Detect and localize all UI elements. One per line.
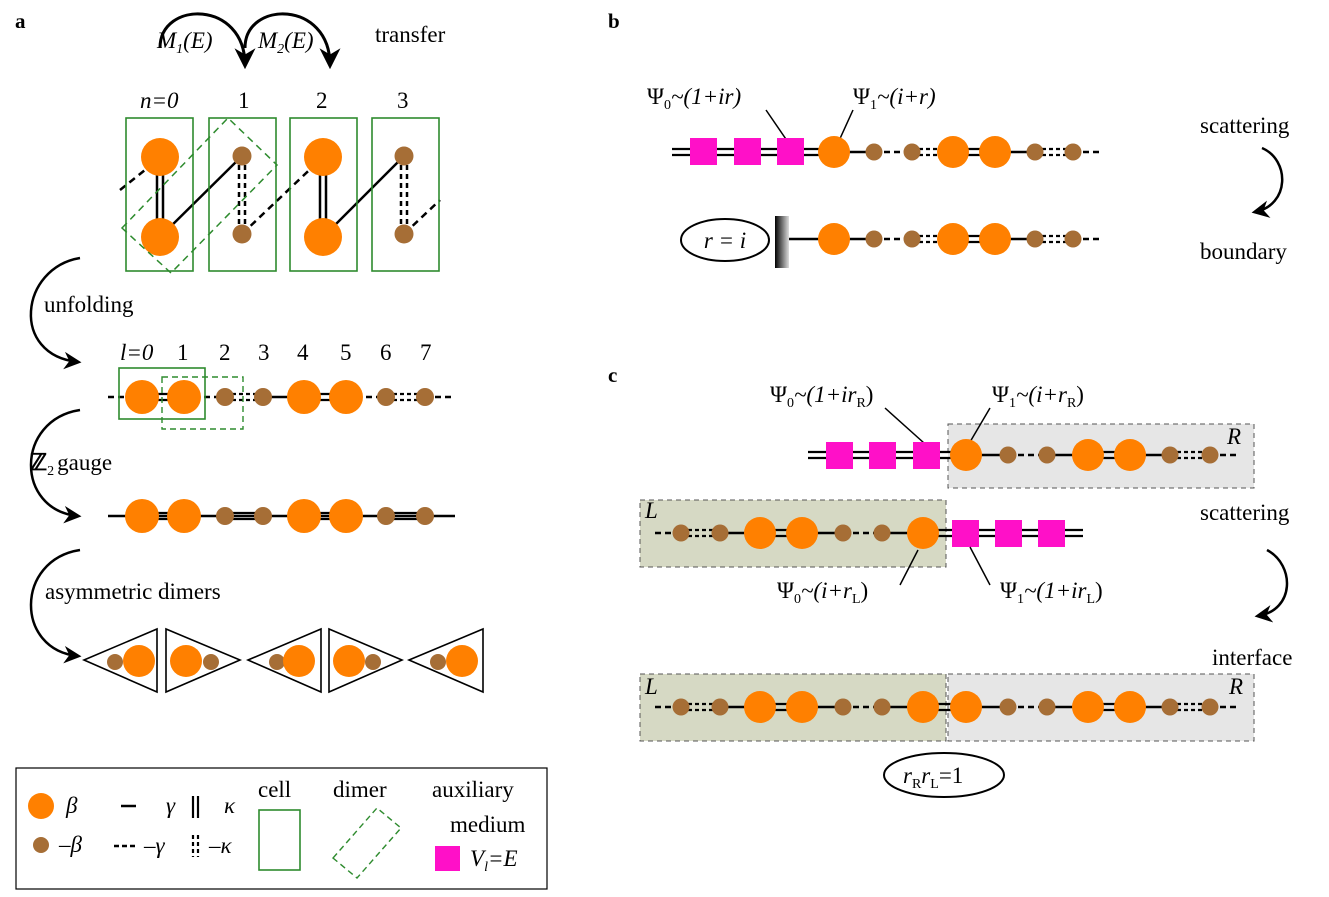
psi1-R-label: Ψ1~(i+rR)	[992, 382, 1084, 411]
cell-box	[371, 117, 440, 272]
gauge-arrow	[29, 408, 82, 524]
b-condition: r = i	[704, 228, 746, 253]
b-boundary-chain	[775, 216, 1100, 268]
site-minus-beta	[232, 146, 252, 166]
region-R-label: R	[1226, 424, 1241, 449]
l-label-3: 3	[258, 340, 270, 365]
cell-box	[208, 117, 277, 272]
n-label-2: 2	[316, 88, 328, 113]
boundary-wall	[775, 216, 789, 268]
c-scattering-label: scattering	[1200, 500, 1290, 525]
unfolding-arrow	[29, 256, 82, 370]
l-label-1: 1	[177, 340, 189, 365]
b-condition-ellipse	[680, 218, 770, 262]
legend-minus-gamma: –γ	[143, 833, 166, 858]
legend: β –β γ –γ κ –κ cell dimer auxiliary medi…	[15, 767, 548, 890]
b-scattering-chain	[672, 136, 1100, 168]
transfer-arrow-1	[158, 12, 256, 70]
n-label-0: n=0	[140, 88, 179, 113]
site-beta	[304, 138, 342, 176]
legend-medium-label: medium	[450, 812, 525, 837]
site-beta	[141, 218, 179, 256]
c-condition-ellipse	[883, 752, 1005, 798]
panel-b: b Ψ0~(1+ir) Ψ1~(i+r)	[608, 9, 1290, 268]
psi1-L-label: Ψ1~(1+irL)	[1000, 578, 1103, 607]
legend-gamma: γ	[166, 793, 176, 818]
l-label-7: 7	[420, 340, 432, 365]
unfolding-label: unfolding	[44, 292, 134, 317]
region-L-label-bottom: L	[644, 674, 658, 699]
l-label-4: 4	[297, 340, 309, 365]
panel-c: c R L L R Ψ0~(1+irR) Ψ1~(i+rR)	[608, 363, 1292, 798]
psi0-L-pointer	[899, 549, 919, 586]
l-label-2: 2	[219, 340, 231, 365]
l-label-5: 5	[340, 340, 352, 365]
legend-beta-site	[28, 793, 54, 819]
cell-box	[125, 117, 194, 272]
legend-aux-square	[435, 846, 460, 871]
transfer-label: transfer	[375, 22, 446, 47]
legend-minus-beta-site	[33, 837, 49, 853]
c-scattering-chain-R	[808, 439, 1240, 471]
psi0-R-label: Ψ0~(1+irR)	[770, 382, 873, 411]
legend-cell-label: cell	[258, 777, 291, 802]
psi1-L-pointer	[969, 546, 991, 586]
n-label-3: 3	[397, 88, 409, 113]
asym-arrow	[29, 548, 82, 664]
psi1-R-pointer	[969, 407, 991, 443]
legend-minus-beta: –β	[58, 832, 83, 857]
psi0-R-pointer	[884, 407, 925, 444]
legend-dimer-box	[331, 807, 403, 879]
panel-a: a M1(E) M2(E) transfer n=0 1 2 3	[15, 9, 548, 890]
legend-minus-kappa: –κ	[208, 833, 233, 858]
c-interface-chain	[655, 691, 1240, 723]
site-minus-beta	[394, 146, 414, 166]
m1-label: M1(E)	[156, 28, 213, 57]
panel-a-label: a	[15, 9, 26, 33]
asymmetric-dimers	[81, 627, 484, 694]
psi0-L-label: Ψ0~(i+rL)	[777, 578, 868, 607]
gauged-chain	[108, 499, 455, 533]
region-L-label: L	[644, 498, 658, 523]
legend-cell-box	[258, 809, 301, 871]
transfer-arrow-2	[243, 12, 341, 70]
site-minus-beta	[394, 224, 414, 244]
legend-V-label: Vl=E	[470, 846, 518, 875]
c-condition: rRrL=1	[903, 763, 963, 792]
bond-gamma	[159, 155, 243, 238]
legend-beta: β	[65, 793, 78, 818]
dimer-box	[161, 376, 244, 430]
c-scattering-chain-L	[655, 517, 1083, 549]
b-boundary-label: boundary	[1200, 239, 1287, 264]
panel-b-label: b	[608, 9, 620, 33]
region-R-label-bottom: R	[1228, 674, 1243, 699]
l-label-6: 6	[380, 340, 392, 365]
psi1-label: Ψ1~(i+r)	[853, 84, 936, 113]
bond-gamma	[322, 155, 405, 238]
bond-minus-gamma	[403, 199, 441, 235]
bond-minus-gamma	[241, 156, 324, 235]
cell-box	[289, 117, 358, 272]
legend-dimer-label: dimer	[333, 777, 387, 802]
site-beta	[304, 218, 342, 256]
c-interface-label: interface	[1212, 645, 1292, 670]
b-scattering-label: scattering	[1200, 113, 1290, 138]
legend-kappa: κ	[224, 793, 236, 818]
panel-c-label: c	[608, 363, 617, 387]
b-arrow	[1251, 146, 1284, 218]
dimer-box	[120, 116, 279, 275]
site-beta	[141, 138, 179, 176]
unfolded-chain	[108, 367, 455, 430]
c-arrow	[1254, 548, 1289, 623]
legend-auxiliary-label: auxiliary	[432, 777, 514, 802]
m2-label: M2(E)	[257, 28, 314, 57]
site-minus-beta	[232, 224, 252, 244]
asym-label: asymmetric dimers	[45, 579, 221, 604]
l-label-0: l=0	[120, 340, 154, 365]
n-label-1: 1	[238, 88, 250, 113]
psi0-label: Ψ0~(1+ir)	[647, 84, 741, 113]
